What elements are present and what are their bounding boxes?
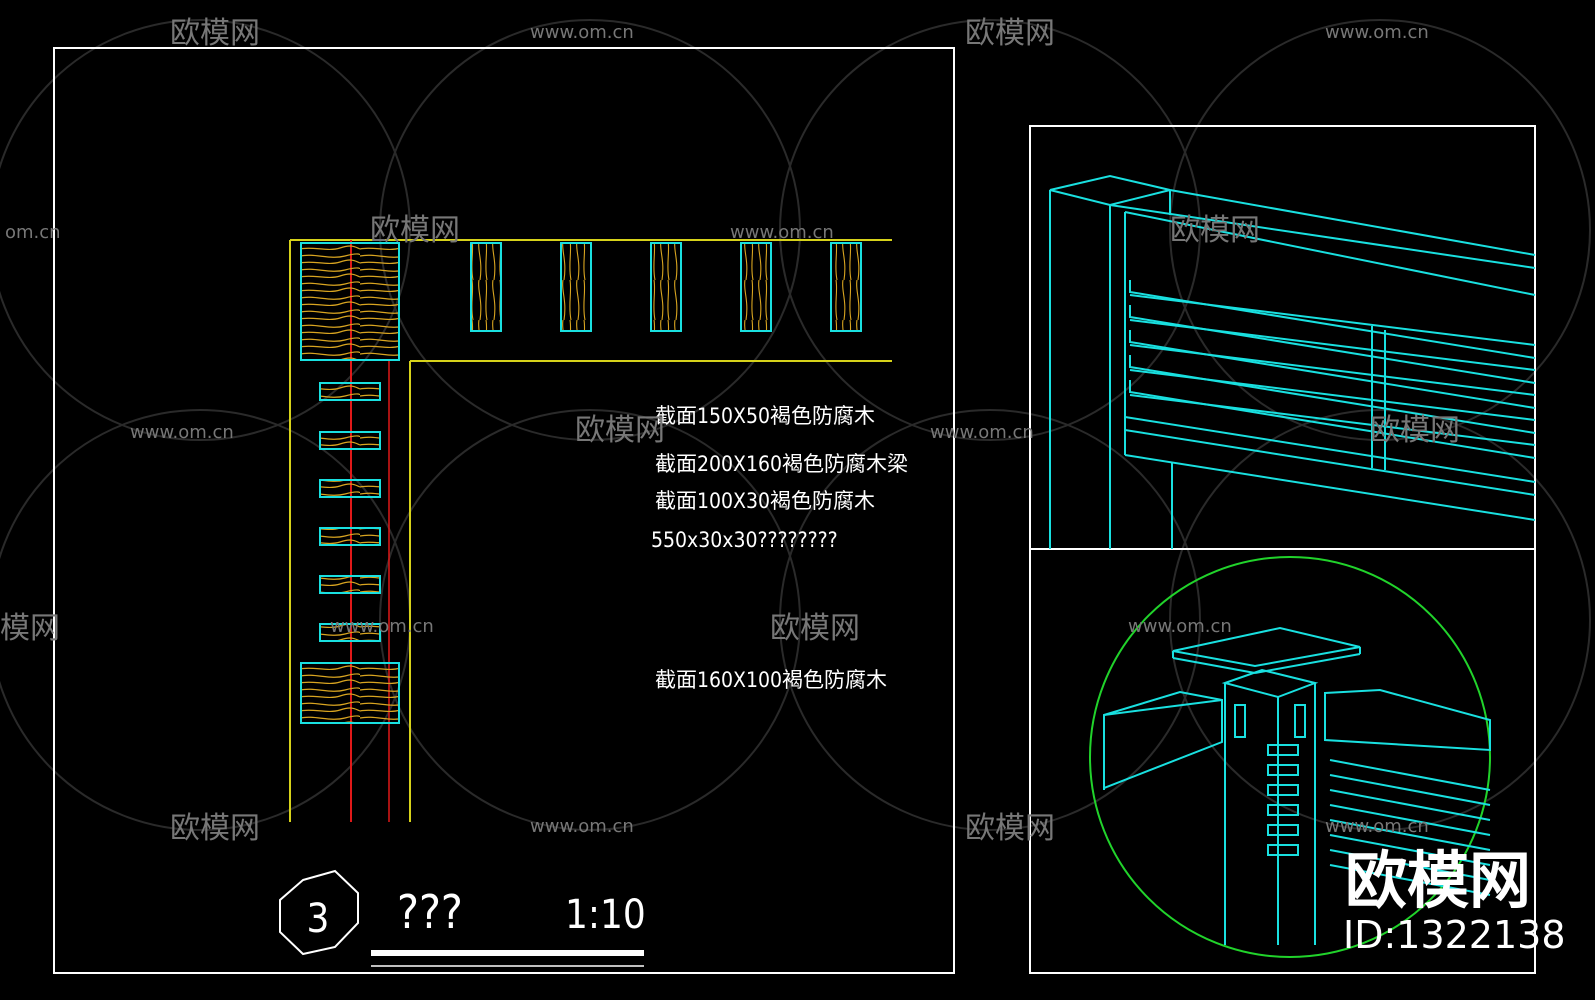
- annotation-5: 截面160X100褐色防腐木: [655, 668, 887, 692]
- watermark-url: www.om.cn: [530, 816, 634, 837]
- detail-number-octagon: [279, 869, 359, 956]
- image-id: ID:1322138: [1343, 913, 1566, 957]
- annotation-4: 550x30x30????????: [651, 528, 838, 552]
- detail-circle: [1089, 556, 1491, 958]
- detail-scale: 1:10: [565, 892, 646, 938]
- detail-number: 3: [307, 896, 330, 942]
- annotation-1: 截面150X50褐色防腐木: [655, 404, 875, 428]
- watermark-logo: 欧模网: [770, 611, 860, 646]
- watermark-url: www.om.cn: [330, 616, 434, 637]
- annotation-3: 截面100X30褐色防腐木: [655, 489, 875, 513]
- watermark-logo: 欧模网: [965, 811, 1055, 846]
- watermark-url: www.om.cn: [1128, 616, 1232, 637]
- joint-detail: [1089, 556, 1491, 958]
- main-drawing-frame: [53, 47, 955, 974]
- annotations: 截面150X50褐色防腐木 截面200X160褐色防腐木梁 截面100X30褐色…: [651, 404, 908, 692]
- watermarks: 欧模网 www.om.cn 欧模网 www.om.cn om.cn 欧模网 ww…: [0, 16, 1460, 846]
- detail-name: ???: [397, 885, 463, 939]
- perspective-fence: [1049, 174, 1536, 549]
- watermark-logo: 欧模网: [170, 16, 260, 51]
- watermark-logo: 欧模网: [370, 213, 460, 248]
- annotation-2: 截面200X160褐色防腐木梁: [655, 452, 908, 476]
- title-block: 3 ??? 1:10: [279, 869, 646, 967]
- side-slats: [319, 382, 381, 642]
- beam-200x160: [300, 242, 400, 361]
- watermark-url: www.om.cn: [730, 222, 834, 243]
- post-160x100: [300, 662, 400, 724]
- section-detail: [289, 239, 892, 822]
- watermark-logo: 欧模网: [965, 16, 1055, 51]
- top-slats: [470, 242, 862, 332]
- watermark-url: www.om.cn: [130, 422, 234, 443]
- watermark-logo: 模网: [0, 611, 60, 646]
- watermark-url: www.om.cn: [930, 422, 1034, 443]
- watermark-url: om.cn: [5, 222, 61, 243]
- watermark-url: www.om.cn: [1325, 22, 1429, 43]
- watermark-url: www.om.cn: [530, 22, 634, 43]
- fence-slats: [1129, 280, 1536, 459]
- watermark-logo: 欧模网: [170, 811, 260, 846]
- watermark-url: www.om.cn: [1325, 816, 1429, 837]
- watermark-logo: 欧模网: [575, 413, 665, 448]
- watermark-logo: 欧模网: [1170, 213, 1260, 248]
- brand-logo: 欧模网: [1345, 844, 1531, 917]
- watermark-logo: 欧模网: [1370, 413, 1460, 448]
